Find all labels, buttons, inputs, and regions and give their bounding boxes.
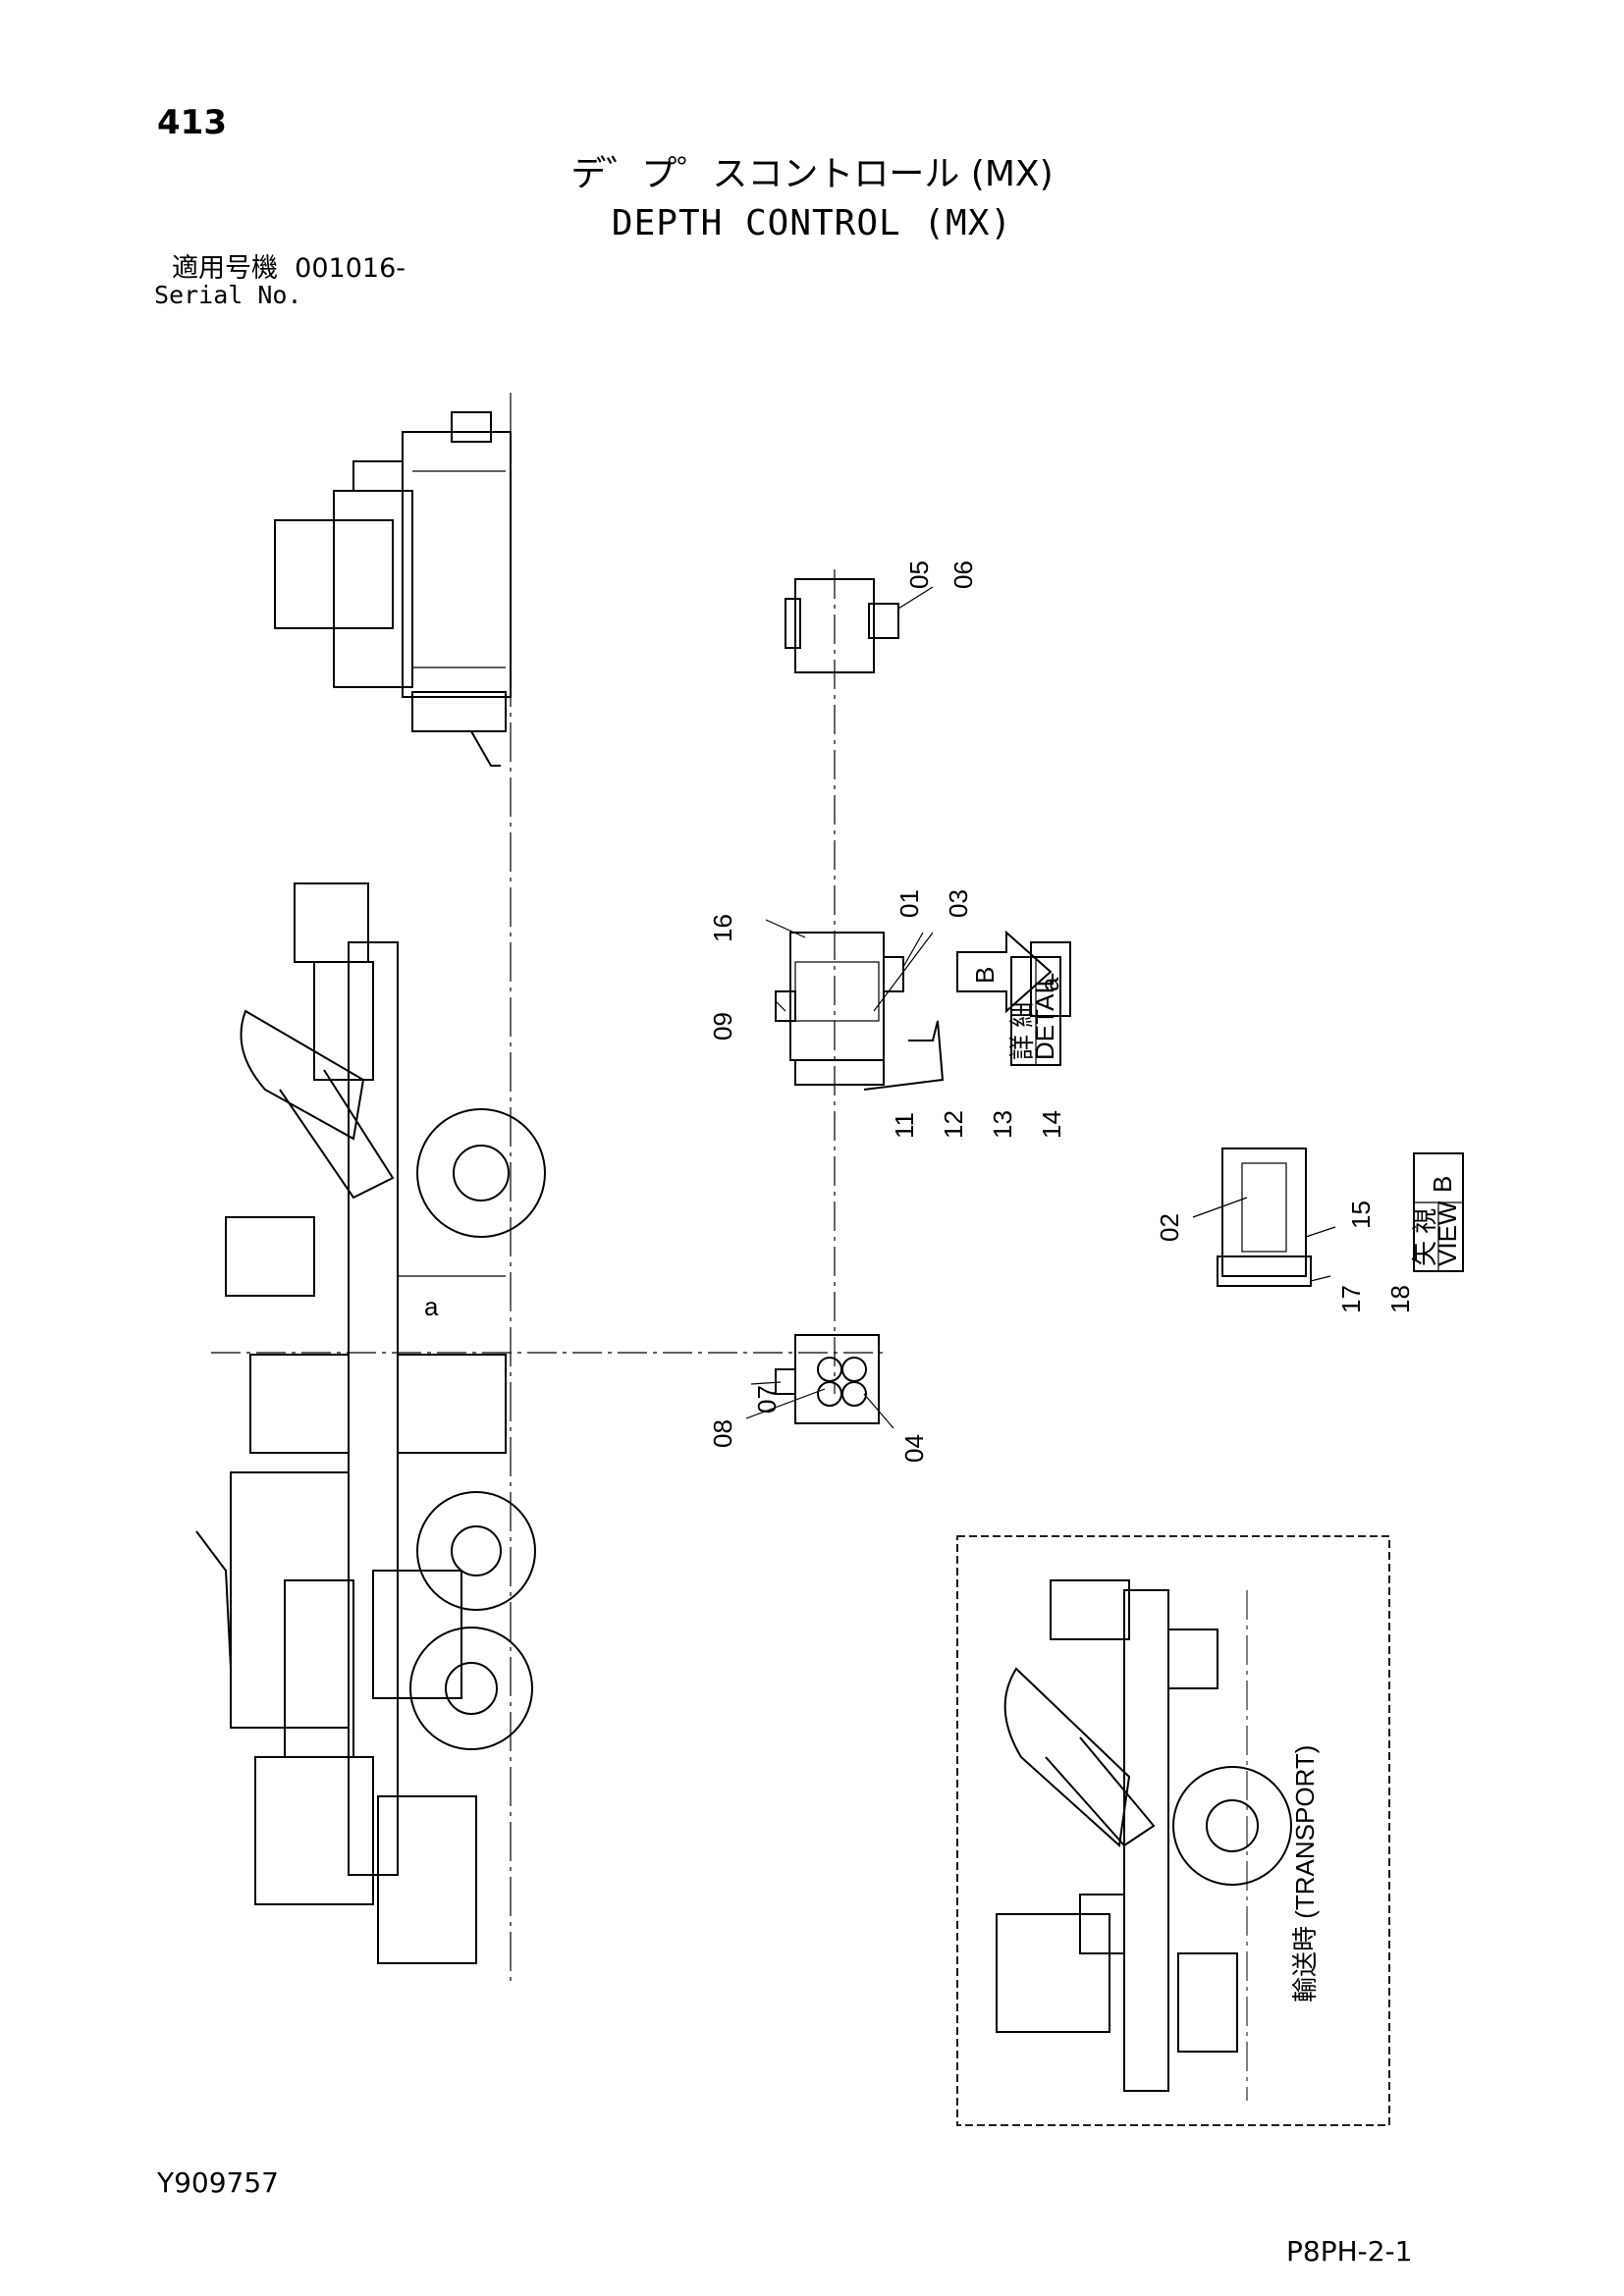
component-view-b [1192,1148,1336,1287]
transport-inset [956,1535,1390,2126]
machine-marker-a: a [424,1292,439,1321]
transport-label: 輸送時 (TRANSPORT) [1290,1745,1320,2002]
view-arrow-b [956,930,1053,1014]
callout-11: 11 [890,1112,919,1139]
callout-08: 08 [708,1419,737,1448]
serial-value: 001016- [295,253,406,284]
callout-09: 09 [708,1012,737,1041]
callout-14: 14 [1037,1110,1066,1139]
callout-02: 02 [1155,1213,1184,1242]
callout-03: 03 [944,889,973,918]
callout-13: 13 [988,1110,1017,1139]
callout-05: 05 [904,561,934,589]
arrow-letter-b: B [970,967,1000,984]
callout-15: 15 [1346,1201,1376,1229]
callout-06: 06 [948,561,978,589]
component-05-06 [785,578,934,673]
callout-07: 07 [752,1385,782,1414]
machine-top-assembly [274,411,512,767]
callout-17: 17 [1336,1285,1366,1313]
callout-16: 16 [708,914,737,942]
callout-group-11-14: 11 12 13 14 [890,1110,1066,1139]
page-title-en: DEPTH CONTROL (MX) [611,203,1013,243]
detail-letter-a: a [1035,977,1064,991]
view-tag-en: VIEW [1433,1201,1462,1266]
view-tag-b: B 矢 視 VIEW [1410,1152,1464,1272]
callout-12: 12 [939,1110,968,1139]
view-tag-jp: 矢 視 [1410,1208,1439,1266]
detail-tag-a: 詳 細 DETAIL [1007,956,1061,1066]
page-number: 413 [157,103,227,142]
view-letter-b: B [1428,1176,1457,1193]
detail-letter-box [1030,941,1071,1017]
callout-04: 04 [899,1434,929,1463]
page-title-jp: デ゛プ゜スコントロール (MX) [570,154,1054,194]
serial-label-jp: 適用号機 001016- [172,255,406,282]
sheet-number: P8PH-2-1 [1286,2235,1413,2268]
machine-main-body [195,882,546,1964]
callout-01: 01 [894,889,924,918]
component-04-07-08 [745,1334,894,1429]
drawing-number: Y909757 [157,2166,279,2199]
serial-label-jp-text: 適用号機 [172,253,278,284]
serial-label-en: Serial No. [154,281,302,309]
callout-18: 18 [1385,1285,1415,1313]
component-main-valve [765,919,945,1091]
